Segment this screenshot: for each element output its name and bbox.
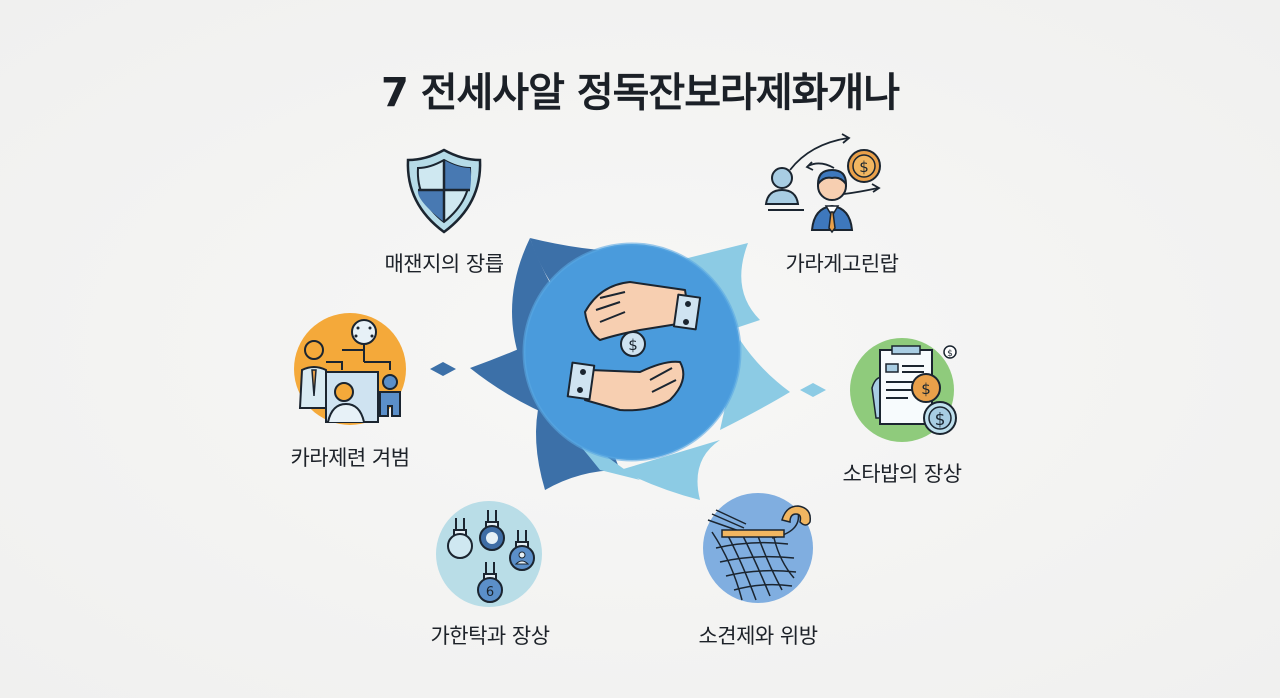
page-title: 7 전세사알 정독잔보라제화개나 (380, 70, 900, 116)
net-hook-icon (703, 493, 813, 603)
svg-text:$: $ (859, 158, 869, 176)
left-diamond-icon (430, 362, 456, 376)
svg-text:6: 6 (486, 585, 494, 600)
node-label: 소타밥의 장상 (842, 462, 962, 486)
node-label: 소견제와 위방 (698, 624, 818, 648)
svg-text:$: $ (921, 380, 931, 398)
node-label: 매잰지의 장릅 (384, 252, 504, 276)
svg-text:$: $ (935, 410, 946, 430)
node-label: 가한탁과 장상 (430, 624, 550, 648)
node-label: 가라게고린랍 (785, 252, 899, 276)
node-label: 카라제련 겨범 (290, 446, 410, 470)
svg-text:$: $ (628, 336, 638, 354)
right-diamond-icon (800, 383, 826, 397)
shield-icon (406, 148, 482, 234)
businessman-money-flow-icon: $ (764, 133, 881, 234)
svg-text:$: $ (947, 349, 953, 359)
org-chart-people-icon (294, 313, 406, 425)
giving-hand-icon (584, 281, 702, 341)
receiving-hand-icon (566, 360, 685, 412)
hanging-locks-icon: 6 (436, 501, 542, 607)
dollar-coin-icon: $ (620, 331, 646, 357)
document-coins-icon: $ $ $ (850, 338, 957, 442)
